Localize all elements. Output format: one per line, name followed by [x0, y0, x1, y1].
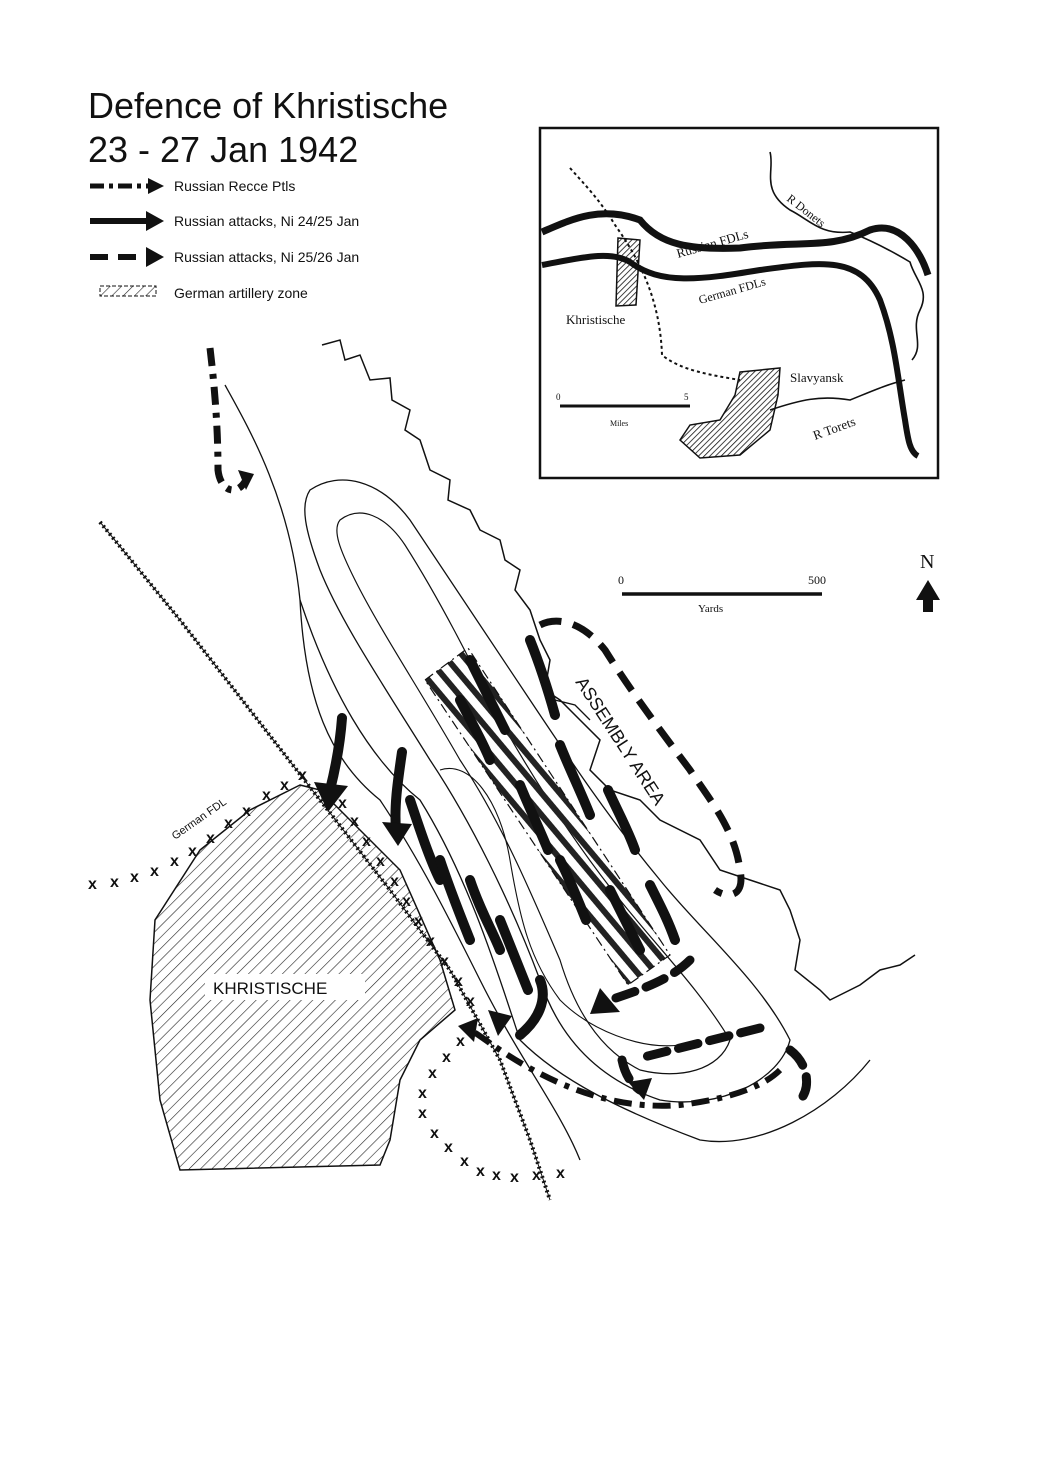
svg-text:x: x [418, 1105, 427, 1122]
svg-text:x: x [460, 1153, 469, 1170]
svg-text:x: x [426, 933, 435, 950]
inset-scale-start: 0 [556, 392, 561, 402]
svg-text:x: x [510, 1169, 519, 1186]
svg-text:x: x [556, 1165, 565, 1182]
inset-scale-end: 5 [684, 392, 689, 402]
svg-text:x: x [298, 767, 307, 784]
legend-artillery-symbol [99, 285, 157, 297]
legend-recce-label: Russian Recce Ptls [174, 178, 296, 194]
river-line [321, 339, 916, 1001]
recce-patrol-south [468, 1027, 783, 1109]
legend-recce-symbol [90, 178, 164, 194]
north-arrow-icon [916, 580, 940, 612]
svg-text:x: x [418, 1085, 427, 1102]
legend-attacks-24-25-symbol [90, 211, 164, 231]
map-title: Defence of Khristische [88, 85, 449, 126]
attacks-25-26-arrowheads [590, 988, 652, 1100]
svg-text:x: x [150, 863, 159, 880]
svg-text:x: x [492, 1167, 501, 1184]
svg-text:x: x [428, 1065, 437, 1082]
assembly-area-label: ASSEMBLY AREA [572, 673, 670, 808]
svg-text:x: x [362, 833, 371, 850]
svg-text:x: x [476, 1163, 485, 1180]
svg-text:x: x [188, 843, 197, 860]
svg-text:x: x [88, 876, 97, 893]
assembly-area-outline [538, 617, 745, 899]
svg-text:x: x [224, 815, 233, 832]
svg-text:x: x [454, 973, 463, 990]
contour-ridge-1 [304, 479, 791, 1103]
main-scale-end: 500 [808, 573, 826, 587]
svg-text:x: x [390, 873, 399, 890]
svg-text:x: x [440, 953, 449, 970]
legend-attacks-25-26-symbol [90, 247, 164, 267]
inset-khristische-label: Khristische [566, 312, 625, 327]
attacks-25-26-group [605, 955, 812, 1105]
svg-text:x: x [110, 874, 119, 891]
svg-text:x: x [262, 787, 271, 804]
inset-map [538, 126, 940, 480]
legend-attacks-24-25-label: Russian attacks, Ni 24/25 Jan [174, 213, 360, 229]
main-scale-start: 0 [618, 573, 624, 587]
inset-scale-unit: Miles [610, 419, 628, 428]
svg-text:x: x [442, 1049, 451, 1066]
legend-attacks-25-26-label: Russian attacks, Ni 25/26 Jan [174, 249, 360, 265]
svg-text:x: x [130, 869, 139, 886]
town-label: KHRISTISCHE [213, 979, 327, 998]
svg-text:x: x [350, 813, 359, 830]
svg-text:x: x [206, 830, 215, 847]
legend-artillery-label: German artillery zone [174, 285, 308, 301]
contour-inner [439, 767, 681, 1047]
svg-text:x: x [170, 853, 179, 870]
artillery-zone [424, 647, 671, 986]
contour-outer [224, 384, 581, 1161]
svg-text:x: x [430, 1125, 439, 1142]
inset-slavyansk-label: Slavyansk [790, 370, 844, 385]
main-scale-unit: Yards [698, 603, 723, 615]
svg-text:x: x [280, 777, 289, 794]
svg-text:x: x [242, 803, 251, 820]
attacks-24-25-arrowheads [314, 782, 512, 1036]
svg-text:x: x [338, 795, 347, 812]
map-date: 23 - 27 Jan 1942 [88, 129, 359, 170]
svg-text:x: x [532, 1167, 541, 1184]
svg-text:x: x [414, 913, 423, 930]
svg-text:x: x [456, 1033, 465, 1050]
north-label: N [920, 551, 934, 573]
svg-text:x: x [466, 993, 475, 1010]
recce-patrol-north [206, 347, 250, 494]
svg-text:x: x [444, 1139, 453, 1156]
svg-text:x: x [376, 853, 385, 870]
svg-text:x: x [402, 893, 411, 910]
